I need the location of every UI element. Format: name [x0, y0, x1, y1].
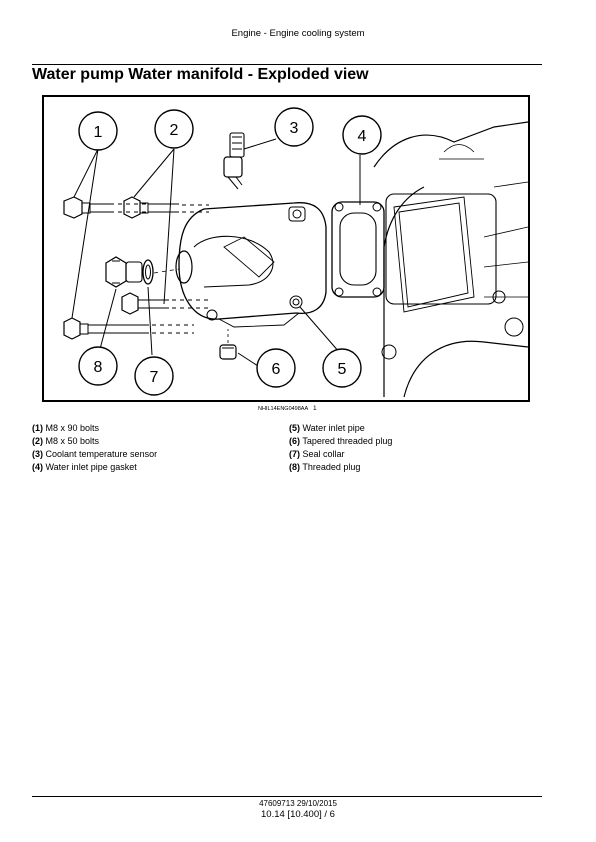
legend-item-text: M8 x 90 bolts: [45, 423, 100, 433]
legend-item-number: (7): [289, 449, 300, 459]
legend-item-text: Water inlet pipe: [302, 423, 365, 433]
legend-item-text: Seal collar: [302, 449, 345, 459]
engine-block-outline: [373, 121, 528, 398]
callout-2-label: 2: [170, 122, 179, 139]
callout-6-circle: [256, 348, 296, 388]
m8x90-bolt-lower: [63, 317, 194, 340]
figure-id: NHIL14ENG0498AA: [258, 406, 309, 412]
legend-item: (8) Threaded plug: [289, 461, 392, 474]
figure-number: 1: [313, 405, 317, 412]
header-rule: [32, 64, 542, 65]
legend-item: (3) Coolant temperature sensor: [32, 448, 157, 461]
callout-3-label: 3: [290, 120, 299, 137]
callout-3-circle: [274, 107, 314, 147]
running-header: Engine - Engine cooling system: [231, 28, 365, 39]
callout-8-label: 8: [94, 359, 103, 376]
legend-item-number: (2): [32, 436, 43, 446]
engine-block-detail: [393, 196, 475, 313]
legend-item: (6) Tapered threaded plug: [289, 435, 392, 448]
legend-item: (2) M8 x 50 bolts: [32, 435, 157, 448]
callout-5-circle: [322, 348, 362, 388]
legend-item-text: M8 x 50 bolts: [45, 436, 100, 446]
legend-item-number: (6): [289, 436, 300, 446]
callout-2-circle: [154, 109, 194, 149]
seal-collar-part: [142, 259, 154, 285]
legend-item-text: Coolant temperature sensor: [45, 449, 158, 459]
callout-7-label: 7: [150, 369, 159, 386]
water-inlet-pipe-part: [175, 202, 327, 328]
legend-right-column: (5) Water inlet pipe (6) Tapered threade…: [289, 422, 392, 474]
callout-1-circle: [78, 111, 118, 151]
footer-page-number: 10.14 [10.400] / 6: [261, 809, 335, 820]
legend-item-text: Threaded plug: [302, 462, 361, 472]
m8x50-bolt-lower: [121, 292, 209, 315]
legend-item: (4) Water inlet pipe gasket: [32, 461, 157, 474]
gasket-part: [331, 201, 385, 298]
engine-flange: [385, 193, 497, 305]
page-title: Water pump Water manifold - Exploded vie…: [32, 66, 369, 83]
legend-item-number: (8): [289, 462, 300, 472]
footer-rule: [32, 796, 542, 797]
legend-item-number: (1): [32, 423, 43, 433]
legend-item-number: (4): [32, 462, 43, 472]
legend-left-column: (1) M8 x 90 bolts (2) M8 x 50 bolts (3) …: [32, 422, 157, 474]
legend-item: (5) Water inlet pipe: [289, 422, 392, 435]
legend-item-text: Water inlet pipe gasket: [45, 462, 137, 472]
callout-4-label: 4: [358, 128, 367, 145]
legend-item: (1) M8 x 90 bolts: [32, 422, 157, 435]
coolant-temperature-sensor-part: [223, 132, 245, 190]
legend-item-number: (5): [289, 423, 300, 433]
callout-5-label: 5: [338, 361, 347, 378]
legend-item-number: (3): [32, 449, 43, 459]
legend-item: (7) Seal collar: [289, 448, 392, 461]
threaded-plug-part: [105, 256, 143, 288]
callout-6-label: 6: [272, 361, 281, 378]
footer-document-ref: 47609713 29/10/2015: [259, 799, 337, 808]
legend-item-text: Tapered threaded plug: [302, 436, 393, 446]
exploded-view-drawing: 1 2 3 4 5 6 7 8: [63, 107, 528, 398]
callout-8-circle: [78, 346, 118, 386]
callout-1-label: 1: [94, 124, 103, 141]
callout-7-circle: [134, 356, 174, 396]
m8x50-bolt-upper: [123, 196, 209, 219]
tapered-threaded-plug-part: [219, 344, 237, 360]
callout-4-circle: [342, 115, 382, 155]
exploded-view-figure: 1 2 3 4 5 6 7 8: [42, 95, 530, 402]
